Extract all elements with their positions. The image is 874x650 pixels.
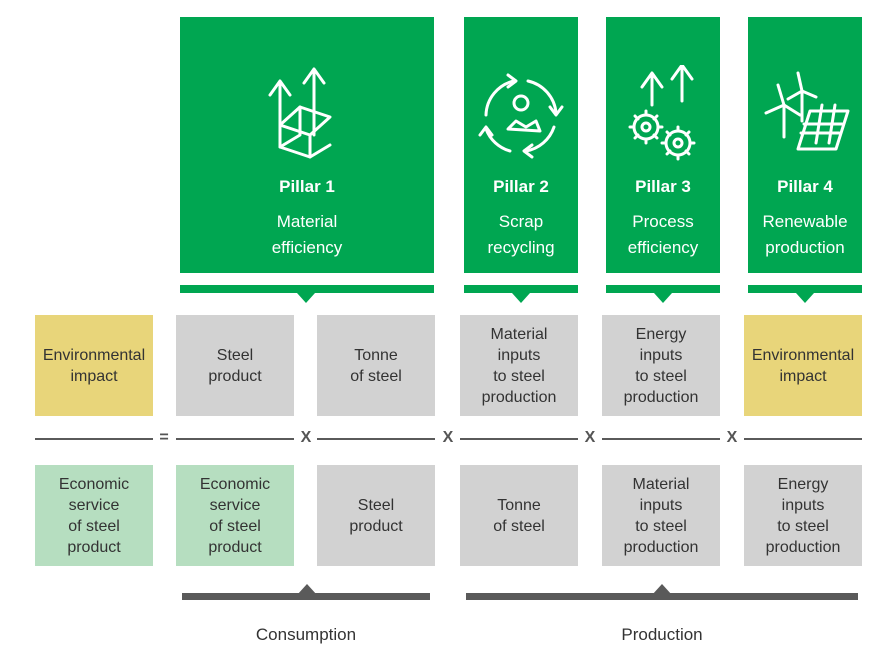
pillar-3: Pillar 3 Process efficiency (606, 17, 720, 273)
numerator-box-2: Steel product (176, 315, 294, 416)
pillar-title: Pillar 3 (635, 177, 691, 196)
pillar-4: Pillar 4 Renewable production (748, 17, 862, 273)
production-pointer (652, 584, 672, 595)
numerator-box-1: Environmental impact (35, 315, 153, 416)
fraction-line (35, 438, 153, 440)
multiply-operator: X (300, 429, 312, 446)
pillar-2-pointer (512, 293, 530, 303)
fraction-line (317, 438, 435, 440)
pillar-2: Pillar 2 Scrap recycling (464, 17, 578, 273)
production-bracket (466, 593, 858, 600)
pillar-title: Pillar 2 (493, 177, 549, 196)
multiply-operator: X (442, 429, 454, 446)
pillar-description: Scrap recycling (487, 212, 555, 257)
numerator-box-4: Material inputs to steel production (460, 315, 578, 416)
pillar-description: Material efficiency (271, 212, 343, 257)
denominator-box-1: Economic service of steel product (35, 465, 153, 566)
production-label: Production (621, 625, 703, 644)
fraction-line (744, 438, 862, 440)
fraction-line (602, 438, 720, 440)
pillar-4-connector-bar (748, 285, 862, 293)
consumption-label: Consumption (255, 625, 357, 644)
pillar-title: Pillar 1 (279, 177, 335, 196)
denominator-box-3: Steel product (317, 465, 435, 566)
numerator-box-3: Tonne of steel (317, 315, 435, 416)
equals-operator: = (159, 429, 169, 446)
pillar-1-pointer (297, 293, 315, 303)
denominator-box-2: Economic service of steel product (176, 465, 294, 566)
denominator-box-5: Material inputs to steel production (602, 465, 720, 566)
numerator-box-6: Environmental impact (744, 315, 862, 416)
pillar-title: Pillar 4 (777, 177, 833, 196)
fraction-line (176, 438, 294, 440)
pillar-3-connector-bar (606, 285, 720, 293)
pillar-description: Renewable production (762, 212, 848, 257)
pillar-4-pointer (796, 293, 814, 303)
pillar-1: Pillar 1 Material efficiency (180, 17, 434, 273)
wind-turbine-solar-panel-icon (748, 65, 862, 165)
multiply-operator: X (584, 429, 596, 446)
denominator-box-6: Energy inputs to steel production (744, 465, 862, 566)
pillar-3-pointer (654, 293, 672, 303)
numerator-box-5: Energy inputs to steel production (602, 315, 720, 416)
consumption-bracket (182, 593, 430, 600)
gears-arrows-icon (606, 63, 720, 165)
pillar-2-connector-bar (464, 285, 578, 293)
pillar-description: Process efficiency (627, 212, 699, 257)
recycling-loop-icon (464, 65, 578, 165)
consumption-pointer (297, 584, 317, 595)
denominator-box-4: Tonne of steel (460, 465, 578, 566)
pillar-1-connector-bar (180, 285, 434, 293)
upward-arrows-steel-beam-icon (180, 65, 434, 165)
fraction-line (460, 438, 578, 440)
multiply-operator: X (726, 429, 738, 446)
